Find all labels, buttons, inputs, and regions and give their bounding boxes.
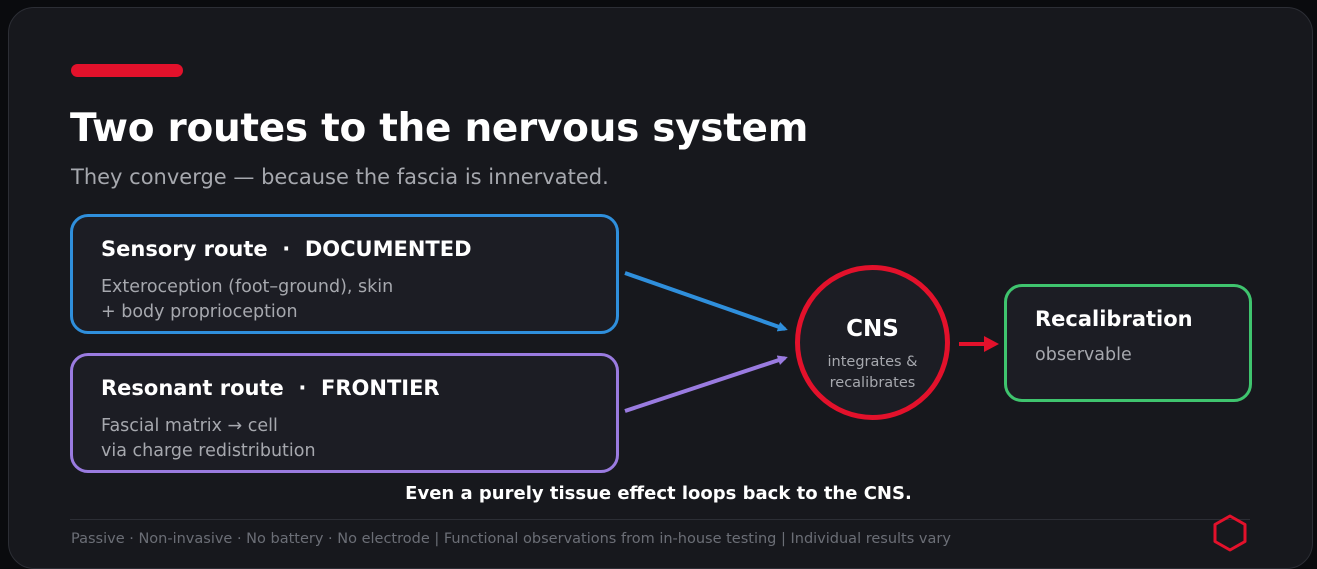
resonant-route-line-1: Fascial matrix → cell bbox=[101, 416, 278, 436]
sensory-route-description: Exteroception (foot–ground), skin + body… bbox=[101, 275, 393, 325]
page-subtitle: They converge — because the fascia is in… bbox=[71, 165, 609, 189]
resonant-route-box: Resonant route · FRONTIER Fascial matrix… bbox=[70, 353, 619, 473]
resonant-route-description: Fascial matrix → cell via charge redistr… bbox=[101, 414, 316, 464]
cns-line-2: recalibrates bbox=[829, 375, 916, 391]
sensory-route-box: Sensory route · DOCUMENTED Exteroception… bbox=[70, 214, 619, 334]
recalibration-box: Recalibration observable bbox=[1004, 284, 1252, 402]
cns-description: integrates & recalibrates bbox=[800, 352, 945, 394]
sensory-route-line-1: Exteroception (foot–ground), skin bbox=[101, 277, 394, 297]
hexagon-logo-icon bbox=[1213, 514, 1247, 552]
cns-line-1: integrates & bbox=[827, 354, 918, 370]
recalibration-title: Recalibration bbox=[1035, 307, 1193, 331]
sensory-route-title: Sensory route · DOCUMENTED bbox=[101, 237, 472, 261]
sensory-to-cns-arrow bbox=[624, 271, 788, 332]
page-title: Two routes to the nervous system bbox=[70, 106, 809, 151]
cns-node: CNS integrates & recalibrates bbox=[795, 265, 950, 420]
footer-divider bbox=[70, 519, 1250, 520]
accent-bar bbox=[71, 64, 183, 77]
cns-to-recalibration-arrowhead bbox=[984, 336, 999, 352]
resonant-to-cns-arrow bbox=[624, 355, 788, 413]
recalibration-subtitle: observable bbox=[1035, 345, 1132, 365]
resonant-route-title: Resonant route · FRONTIER bbox=[101, 376, 440, 400]
caption: Even a purely tissue effect loops back t… bbox=[405, 483, 912, 504]
footer-text: Passive · Non-invasive · No battery · No… bbox=[71, 531, 951, 547]
cns-title: CNS bbox=[846, 316, 899, 342]
sensory-route-line-2: + body proprioception bbox=[101, 302, 298, 322]
resonant-route-line-2: via charge redistribution bbox=[101, 441, 316, 461]
